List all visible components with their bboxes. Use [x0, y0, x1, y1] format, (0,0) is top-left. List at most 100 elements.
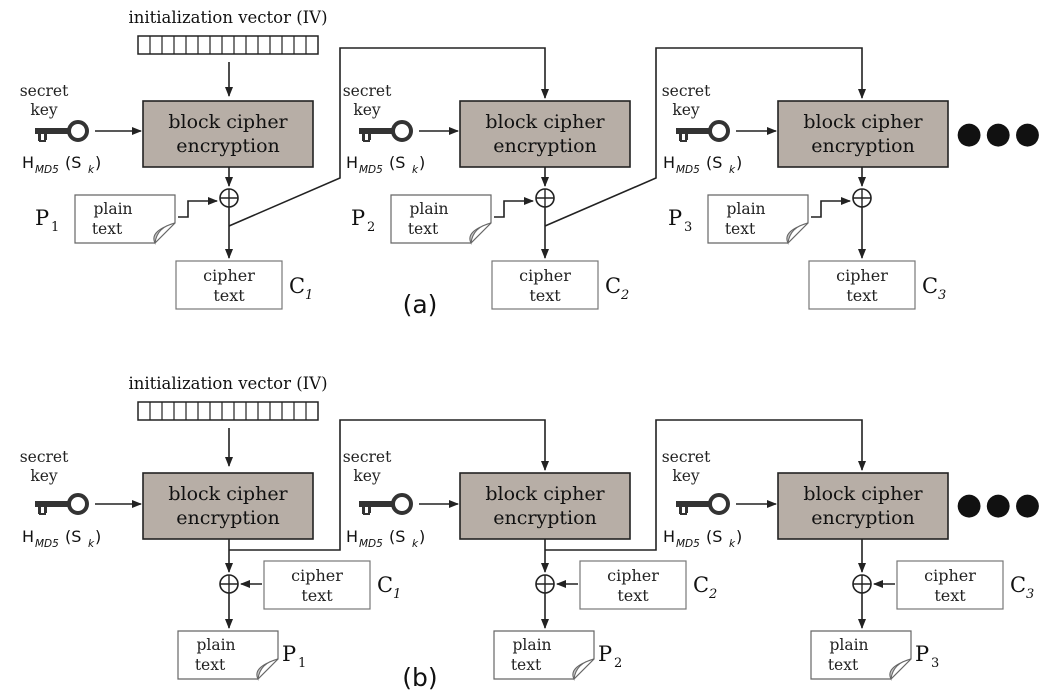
- hash-close: ): [95, 527, 101, 546]
- key-bit: [679, 507, 682, 514]
- block-cipher-label-line1: block cipher: [168, 483, 288, 505]
- ciphertext-symbol-subscript: 2: [620, 288, 629, 303]
- continuation-dots: ●●●●: [956, 487, 1043, 522]
- key-shaft: [676, 501, 710, 507]
- key-bit: [38, 134, 41, 141]
- panel-label-a: (a): [403, 290, 438, 319]
- cipher-text-label-line2: text: [529, 286, 561, 305]
- block-cipher-label-line1: block cipher: [803, 483, 923, 505]
- cipher-text-label-line1: cipher: [924, 566, 976, 585]
- secret-key-label-line1: secret: [20, 82, 69, 100]
- plaintext-symbol-letter: P: [35, 206, 49, 230]
- key-shaft: [359, 128, 393, 134]
- cipher-text-rect: [579, 560, 687, 610]
- plaintext-symbol-letter: P: [282, 642, 296, 666]
- hash-arg-sub: k: [729, 164, 736, 176]
- hash-arg: (S: [65, 153, 81, 172]
- block-cipher-label-line1: block cipher: [485, 483, 605, 505]
- ciphertext-symbol-letter: C: [605, 274, 621, 298]
- document-fold: [786, 222, 809, 245]
- key-bit: [38, 507, 41, 514]
- plaintext-symbol-letter: P: [351, 206, 365, 230]
- cipher-text-label-line2: text: [846, 286, 878, 305]
- document-fold: [256, 658, 279, 681]
- xor-icon: [535, 188, 555, 208]
- ciphertext-symbol-subscript: 3: [938, 288, 946, 303]
- block-cipher-rect: [142, 472, 314, 540]
- plain-to-xor-arrow: [178, 197, 218, 218]
- cipher-text-label-line2: text: [934, 586, 966, 605]
- key-bit: [368, 134, 371, 140]
- key-icon: [359, 120, 413, 142]
- document-fold: [469, 222, 492, 245]
- iv-register: initialization vector (IV): [128, 374, 328, 421]
- plaintext-symbol-letter: P: [915, 642, 929, 666]
- key-bit: [39, 513, 46, 515]
- ciphertext-symbol-letter: C: [693, 573, 709, 597]
- document-fold: [572, 658, 595, 681]
- cipher-text-label-line1: cipher: [607, 566, 659, 585]
- hash-h: H: [22, 153, 34, 172]
- iv-label: initialization vector (IV): [128, 8, 327, 27]
- ciphertext-symbol-subscript: 3: [1026, 587, 1034, 602]
- cipher-text-label-line2: text: [617, 586, 649, 605]
- key-icon: [35, 120, 89, 142]
- block-cipher-label-line1: block cipher: [803, 111, 923, 133]
- document-page: [810, 630, 912, 680]
- xor-icon: [219, 188, 239, 208]
- hash-h: H: [346, 153, 358, 172]
- plain-text-label-line1: plain: [829, 636, 868, 654]
- key-bit: [363, 513, 370, 515]
- plain-text-label-line1: plain: [726, 200, 765, 218]
- document-page: [390, 194, 492, 244]
- plaintext-symbol-subscript: 2: [614, 656, 622, 671]
- cipher-text-label-line1: cipher: [203, 266, 255, 285]
- secret-key-label-line1: secret: [662, 82, 711, 100]
- secret-key-label-line1: secret: [343, 82, 392, 100]
- block-cipher-label-line2: encryption: [493, 135, 597, 157]
- hash-arg-sub: k: [729, 538, 736, 550]
- key-bow: [391, 493, 413, 515]
- secret-key-label-line2: key: [672, 467, 700, 485]
- feedback-b-2: [545, 419, 866, 551]
- key-bow: [67, 493, 89, 515]
- block-cipher-label-line1: block cipher: [168, 111, 288, 133]
- hash-h: H: [22, 527, 34, 546]
- hash-close: ): [736, 153, 742, 172]
- plain-text-label-line2: text: [408, 220, 439, 238]
- plain-text-label-line2: text: [725, 220, 756, 238]
- hash-arg: (S: [389, 153, 405, 172]
- hash-sub: MD5: [676, 164, 700, 176]
- iv-register-outline: [137, 35, 319, 55]
- block-cipher-rect: [142, 100, 314, 168]
- plain-text-label-line1: plain: [196, 636, 235, 654]
- xor-icon: [535, 574, 555, 594]
- hash-arg: (S: [65, 527, 81, 546]
